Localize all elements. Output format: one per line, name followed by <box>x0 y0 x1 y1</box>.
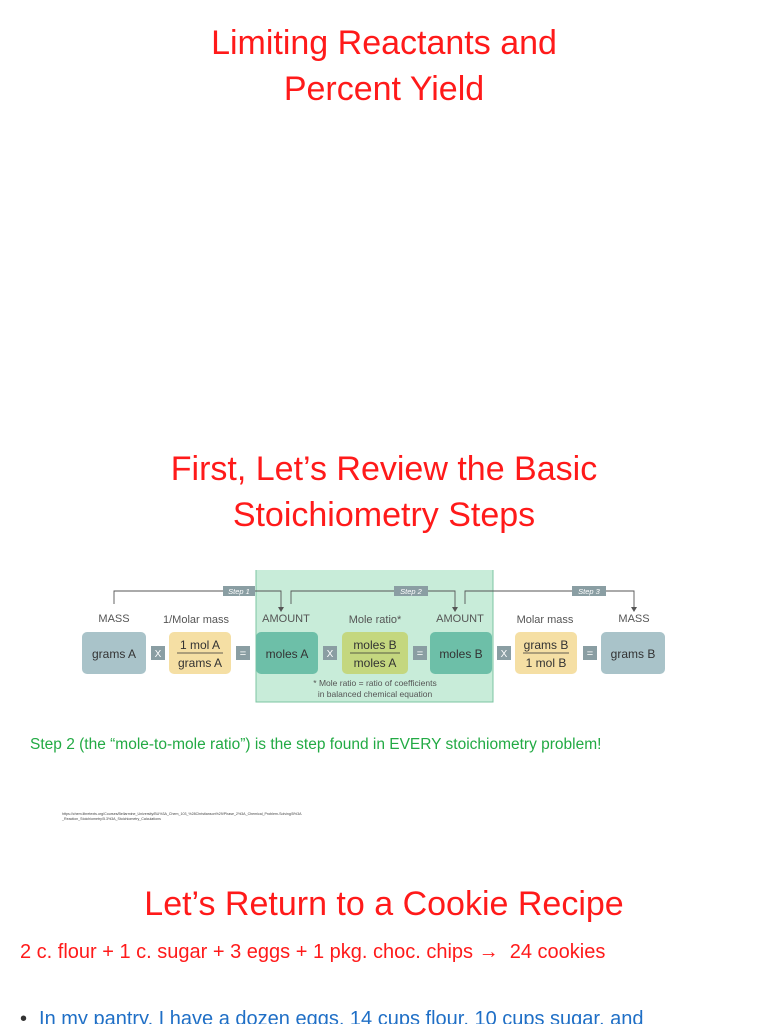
header-amount-a: AMOUNT <box>262 613 310 625</box>
step1-label: Step 1 <box>228 587 250 596</box>
step3-label: Step 3 <box>578 587 601 596</box>
mole-ratio-footnote-line2: in balanced chemical equation <box>318 689 433 699</box>
cookie-recipe-equation: 2 c. flour + 1 c. sugar + 3 eggs + 1 pkg… <box>20 941 605 964</box>
slide-title-limiting-reactants: Limiting Reactants and Percent Yield <box>211 24 557 108</box>
step1-label-bar <box>223 586 255 596</box>
moles-b-box <box>430 632 492 674</box>
multiply-operator-3 <box>497 646 511 660</box>
header-molar-mass: Molar mass <box>517 614 574 626</box>
slide-title-cookie-recipe: Let’s Return to a Cookie Recipe <box>144 885 624 923</box>
recipe-ingredients: 2 c. flour + 1 c. sugar + 3 eggs + 1 pkg… <box>20 941 474 963</box>
recipe-result: 24 cookies <box>509 941 606 963</box>
step3-label-bar <box>572 586 606 596</box>
pantry-bullet-text: In my pantry, I have a dozen eggs, 14 cu… <box>39 1008 644 1024</box>
header-mass-b: MASS <box>618 613 649 625</box>
header-mass-a: MASS <box>98 613 129 625</box>
pantry-bullet: • In my pantry, I have a dozen eggs, 14 c… <box>20 1008 643 1024</box>
grams-a-box <box>82 632 146 674</box>
multiply-symbol-3: X <box>501 649 508 660</box>
multiply-symbol-2: X <box>327 649 334 660</box>
fraction1-bottom: grams A <box>178 656 222 670</box>
header-inverse-molar-mass: 1/Molar mass <box>163 614 230 626</box>
arrow-icon: → <box>478 941 499 963</box>
multiply-operator-2 <box>323 646 337 660</box>
fraction2-top: moles B <box>353 638 396 652</box>
equals-operator-3 <box>583 646 597 660</box>
slide-title-stoichiometry-review: First, Let’s Review the Basic Stoichiome… <box>170 450 598 534</box>
grams-b-label: grams B <box>611 647 656 661</box>
equals-symbol-3: = <box>587 648 593 660</box>
source-url: https://chem.libretexts.org/Courses/Bell… <box>62 812 302 821</box>
fraction3-bottom: 1 mol B <box>526 656 567 670</box>
header-mole-ratio: Mole ratio* <box>349 614 402 626</box>
equals-operator-1 <box>236 646 250 660</box>
equals-operator-2 <box>413 646 427 660</box>
header-amount-b: AMOUNT <box>436 613 484 625</box>
moles-a-label: moles A <box>266 647 309 661</box>
mole-ratio-footnote-line1: * Mole ratio = ratio of coefficients <box>313 678 436 688</box>
moles-a-box <box>256 632 318 674</box>
multiply-operator-1 <box>151 646 165 660</box>
grams-b-box <box>601 632 665 674</box>
mole-ratio-note: Step 2 (the “mole-to-mole ratio”) is the… <box>30 736 602 753</box>
step2-label-bar <box>394 586 428 596</box>
bullet-icon: • <box>20 1008 28 1024</box>
multiply-symbol-1: X <box>155 649 162 660</box>
fraction3-top: grams B <box>524 638 569 652</box>
step2-label: Step 2 <box>400 587 423 596</box>
stoichiometry-steps-diagram: Step 1 Step 2 Step 3 MASS 1/Molar mass A… <box>82 570 665 703</box>
equals-symbol-2: = <box>417 648 423 660</box>
fraction1-top: 1 mol A <box>180 638 220 652</box>
fraction2-bottom: moles A <box>354 656 397 670</box>
grams-a-label: grams A <box>92 647 136 661</box>
moles-b-label: moles B <box>439 647 482 661</box>
equals-symbol-1: = <box>240 648 246 660</box>
